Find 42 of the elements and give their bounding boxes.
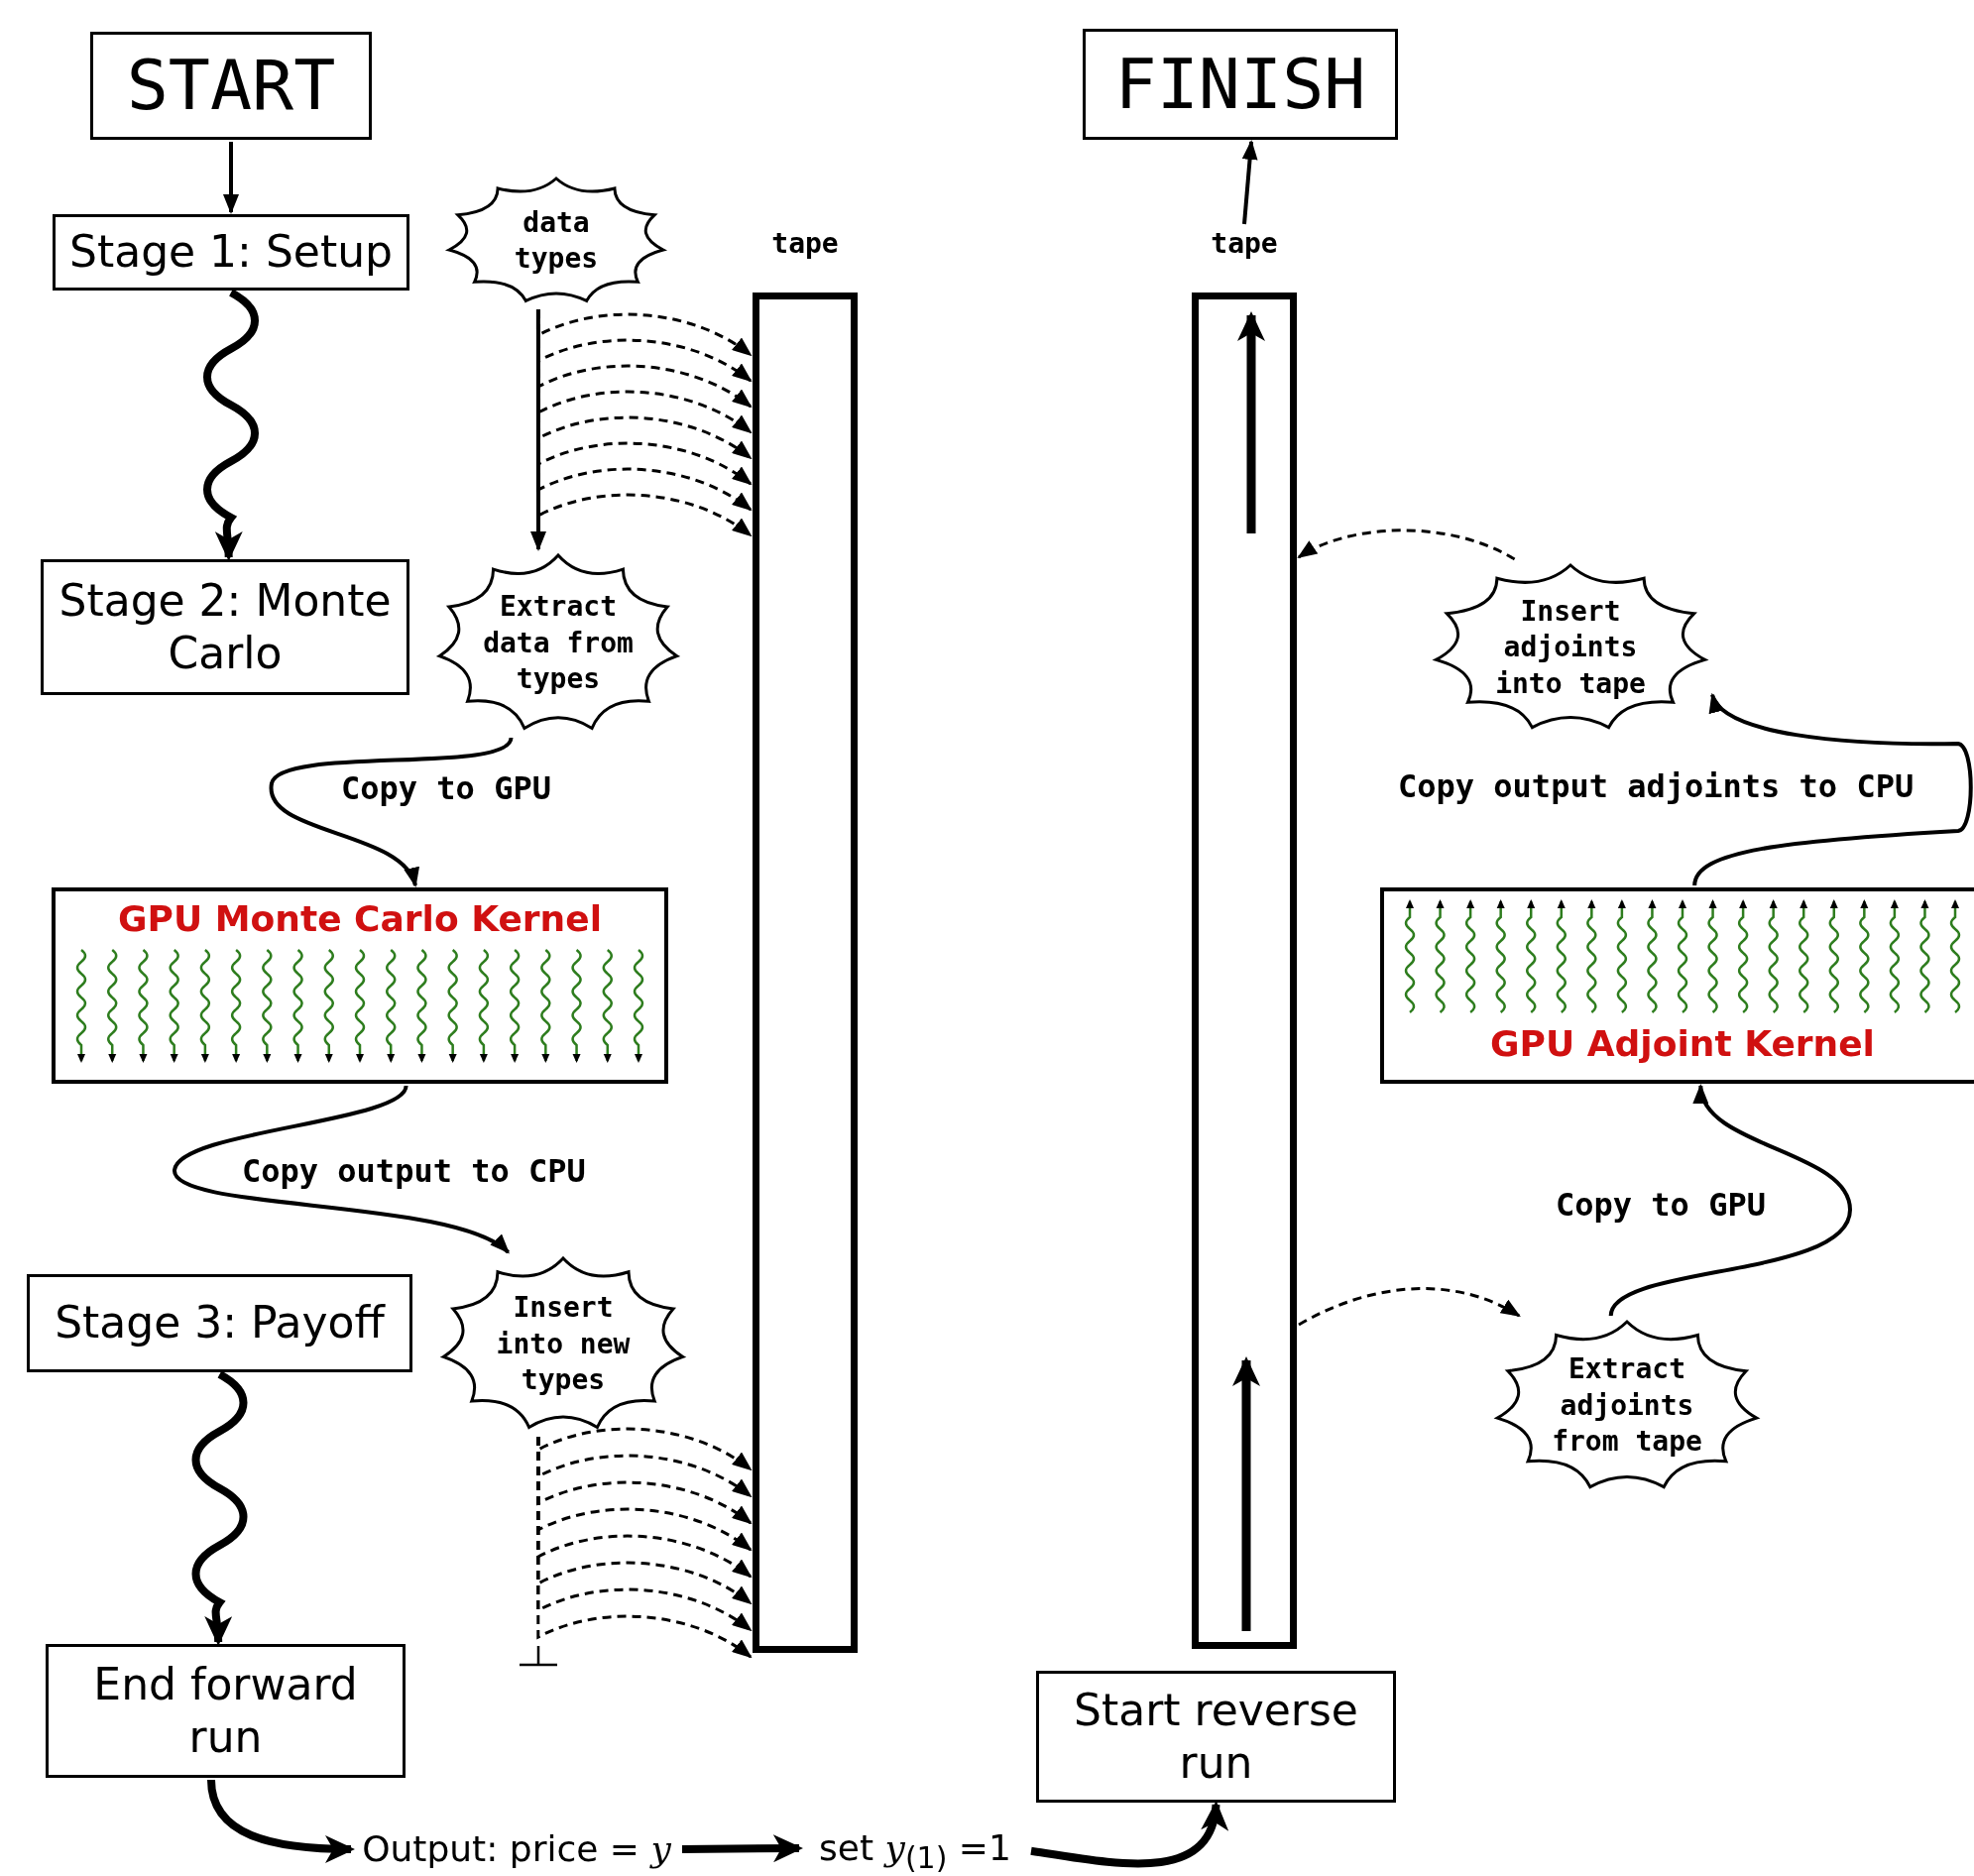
terminal-box bbox=[90, 32, 372, 140]
arrow bbox=[270, 737, 514, 887]
tape-label: tape bbox=[770, 226, 840, 262]
kernel-box bbox=[1380, 887, 1974, 1084]
arrow bbox=[1241, 140, 1258, 225]
arrow bbox=[1030, 1801, 1226, 1868]
stage-box bbox=[27, 1274, 412, 1372]
cloud-text: Extract data from types bbox=[482, 589, 635, 698]
arrow bbox=[191, 1370, 248, 1646]
arrow bbox=[1692, 693, 1973, 886]
box-label: Stage 1: Setup bbox=[68, 226, 394, 279]
stage-box bbox=[46, 1644, 406, 1778]
stage-box bbox=[53, 214, 409, 291]
box-label: Stage 3: Payoff bbox=[54, 1297, 387, 1349]
arrow bbox=[173, 1085, 511, 1254]
output-text: set y$_{(1)}$ =1 bbox=[801, 1820, 1029, 1876]
dashed-arrow bbox=[536, 1427, 753, 1471]
output-text: Output: price = y bbox=[353, 1822, 680, 1876]
arrow bbox=[681, 1834, 803, 1863]
box-label: START bbox=[125, 44, 337, 128]
arrow bbox=[207, 1779, 355, 1863]
arrow bbox=[1608, 1084, 1852, 1317]
box-label: Stage 2: Monte Carlo bbox=[58, 574, 393, 680]
tape-label: tape bbox=[1210, 226, 1279, 262]
box-label: End forward run bbox=[92, 1658, 359, 1764]
kernel-title: GPU Adjoint Kernel bbox=[1489, 1022, 1876, 1066]
terminal-box bbox=[1083, 29, 1398, 140]
arrow bbox=[223, 142, 239, 214]
stage-box bbox=[41, 559, 409, 695]
box-label: FINISH bbox=[1113, 42, 1367, 127]
arrow bbox=[203, 289, 259, 561]
cloud-text: Insert into new types bbox=[495, 1290, 632, 1399]
arrow bbox=[530, 309, 546, 551]
box-label: Start reverse run bbox=[1073, 1684, 1359, 1790]
kernel-box bbox=[52, 887, 668, 1084]
cloud-text: Extract adjoints from tape bbox=[1551, 1351, 1703, 1461]
stage-box bbox=[1036, 1671, 1396, 1803]
kernel-title: GPU Monte Carlo Kernel bbox=[117, 897, 603, 941]
dashed-arrow bbox=[1298, 1287, 1521, 1327]
cloud-text: data types bbox=[513, 204, 600, 277]
cloud-text: Insert adjoints into tape bbox=[1494, 593, 1647, 702]
dashed-arrow bbox=[1297, 528, 1516, 561]
